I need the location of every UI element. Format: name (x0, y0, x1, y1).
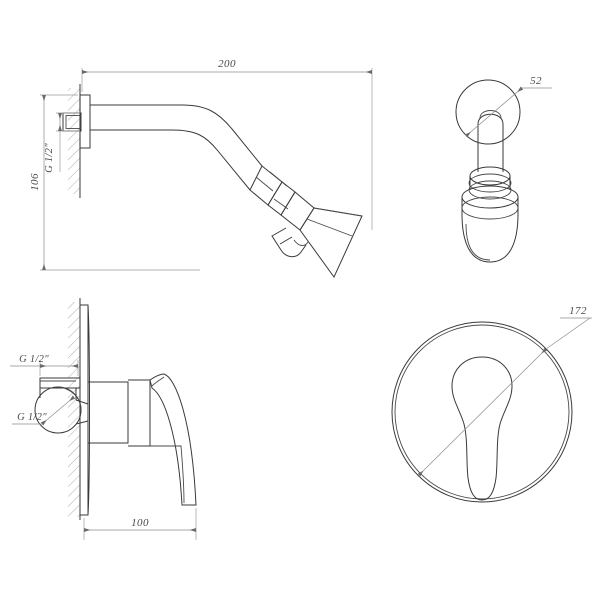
dimension-plate-diameter: 172 (417, 305, 592, 477)
mixer-wall-plate (80, 304, 90, 516)
head-cone-front (461, 185, 519, 263)
wall-section-arm (68, 84, 81, 198)
view-mixer-side: G 1/2" G 1/2" 100 (10, 298, 197, 540)
view-shower-arm-side: 200 106 G 1/2" (29, 58, 373, 278)
dim-label-172: 172 (569, 305, 587, 317)
mixer-front-plate (391, 321, 573, 503)
dimension-arm-thread: G 1/2" (44, 112, 80, 173)
mixer-body-side (88, 379, 151, 447)
dimension-head-diameter: 52 (464, 75, 552, 138)
view-shower-head-front: 52 (455, 75, 552, 263)
dimension-arm-length: 200 (81, 58, 373, 230)
head-arm-stem (477, 110, 504, 172)
shower-arm-body (90, 104, 263, 191)
mixer-lever-side (149, 373, 197, 506)
dim-label-52: 52 (530, 75, 542, 87)
dim-label-106: 106 (29, 173, 41, 191)
arm-wall-flange (79, 94, 91, 149)
dimension-arm-height: 106 (29, 94, 200, 271)
head-wall-escutcheon (455, 79, 521, 145)
dim-label-mixer-thread-bottom: G 1/2" (17, 412, 47, 423)
dim-label-mixer-thread-top: G 1/2" (19, 354, 49, 365)
view-mixer-front: 172 (391, 305, 592, 503)
wall-section-mixer (68, 298, 81, 520)
shower-head-lever (271, 227, 309, 258)
dim-label-arm-thread: G 1/2" (44, 143, 55, 173)
mixer-lever-front (451, 356, 513, 501)
dim-label-200: 200 (218, 58, 236, 70)
dim-label-100: 100 (131, 517, 149, 529)
mixer-inlet-circle (34, 386, 89, 434)
head-swivel-rings (468, 166, 512, 200)
dimension-mixer-inlet-top: G 1/2" (10, 354, 79, 376)
dimension-mixer-inlet-bottom: G 1/2" (12, 395, 76, 426)
dimension-mixer-depth: 100 (83, 508, 197, 540)
shower-head-swivel-joint (249, 165, 296, 216)
shower-head-cone (280, 191, 363, 278)
